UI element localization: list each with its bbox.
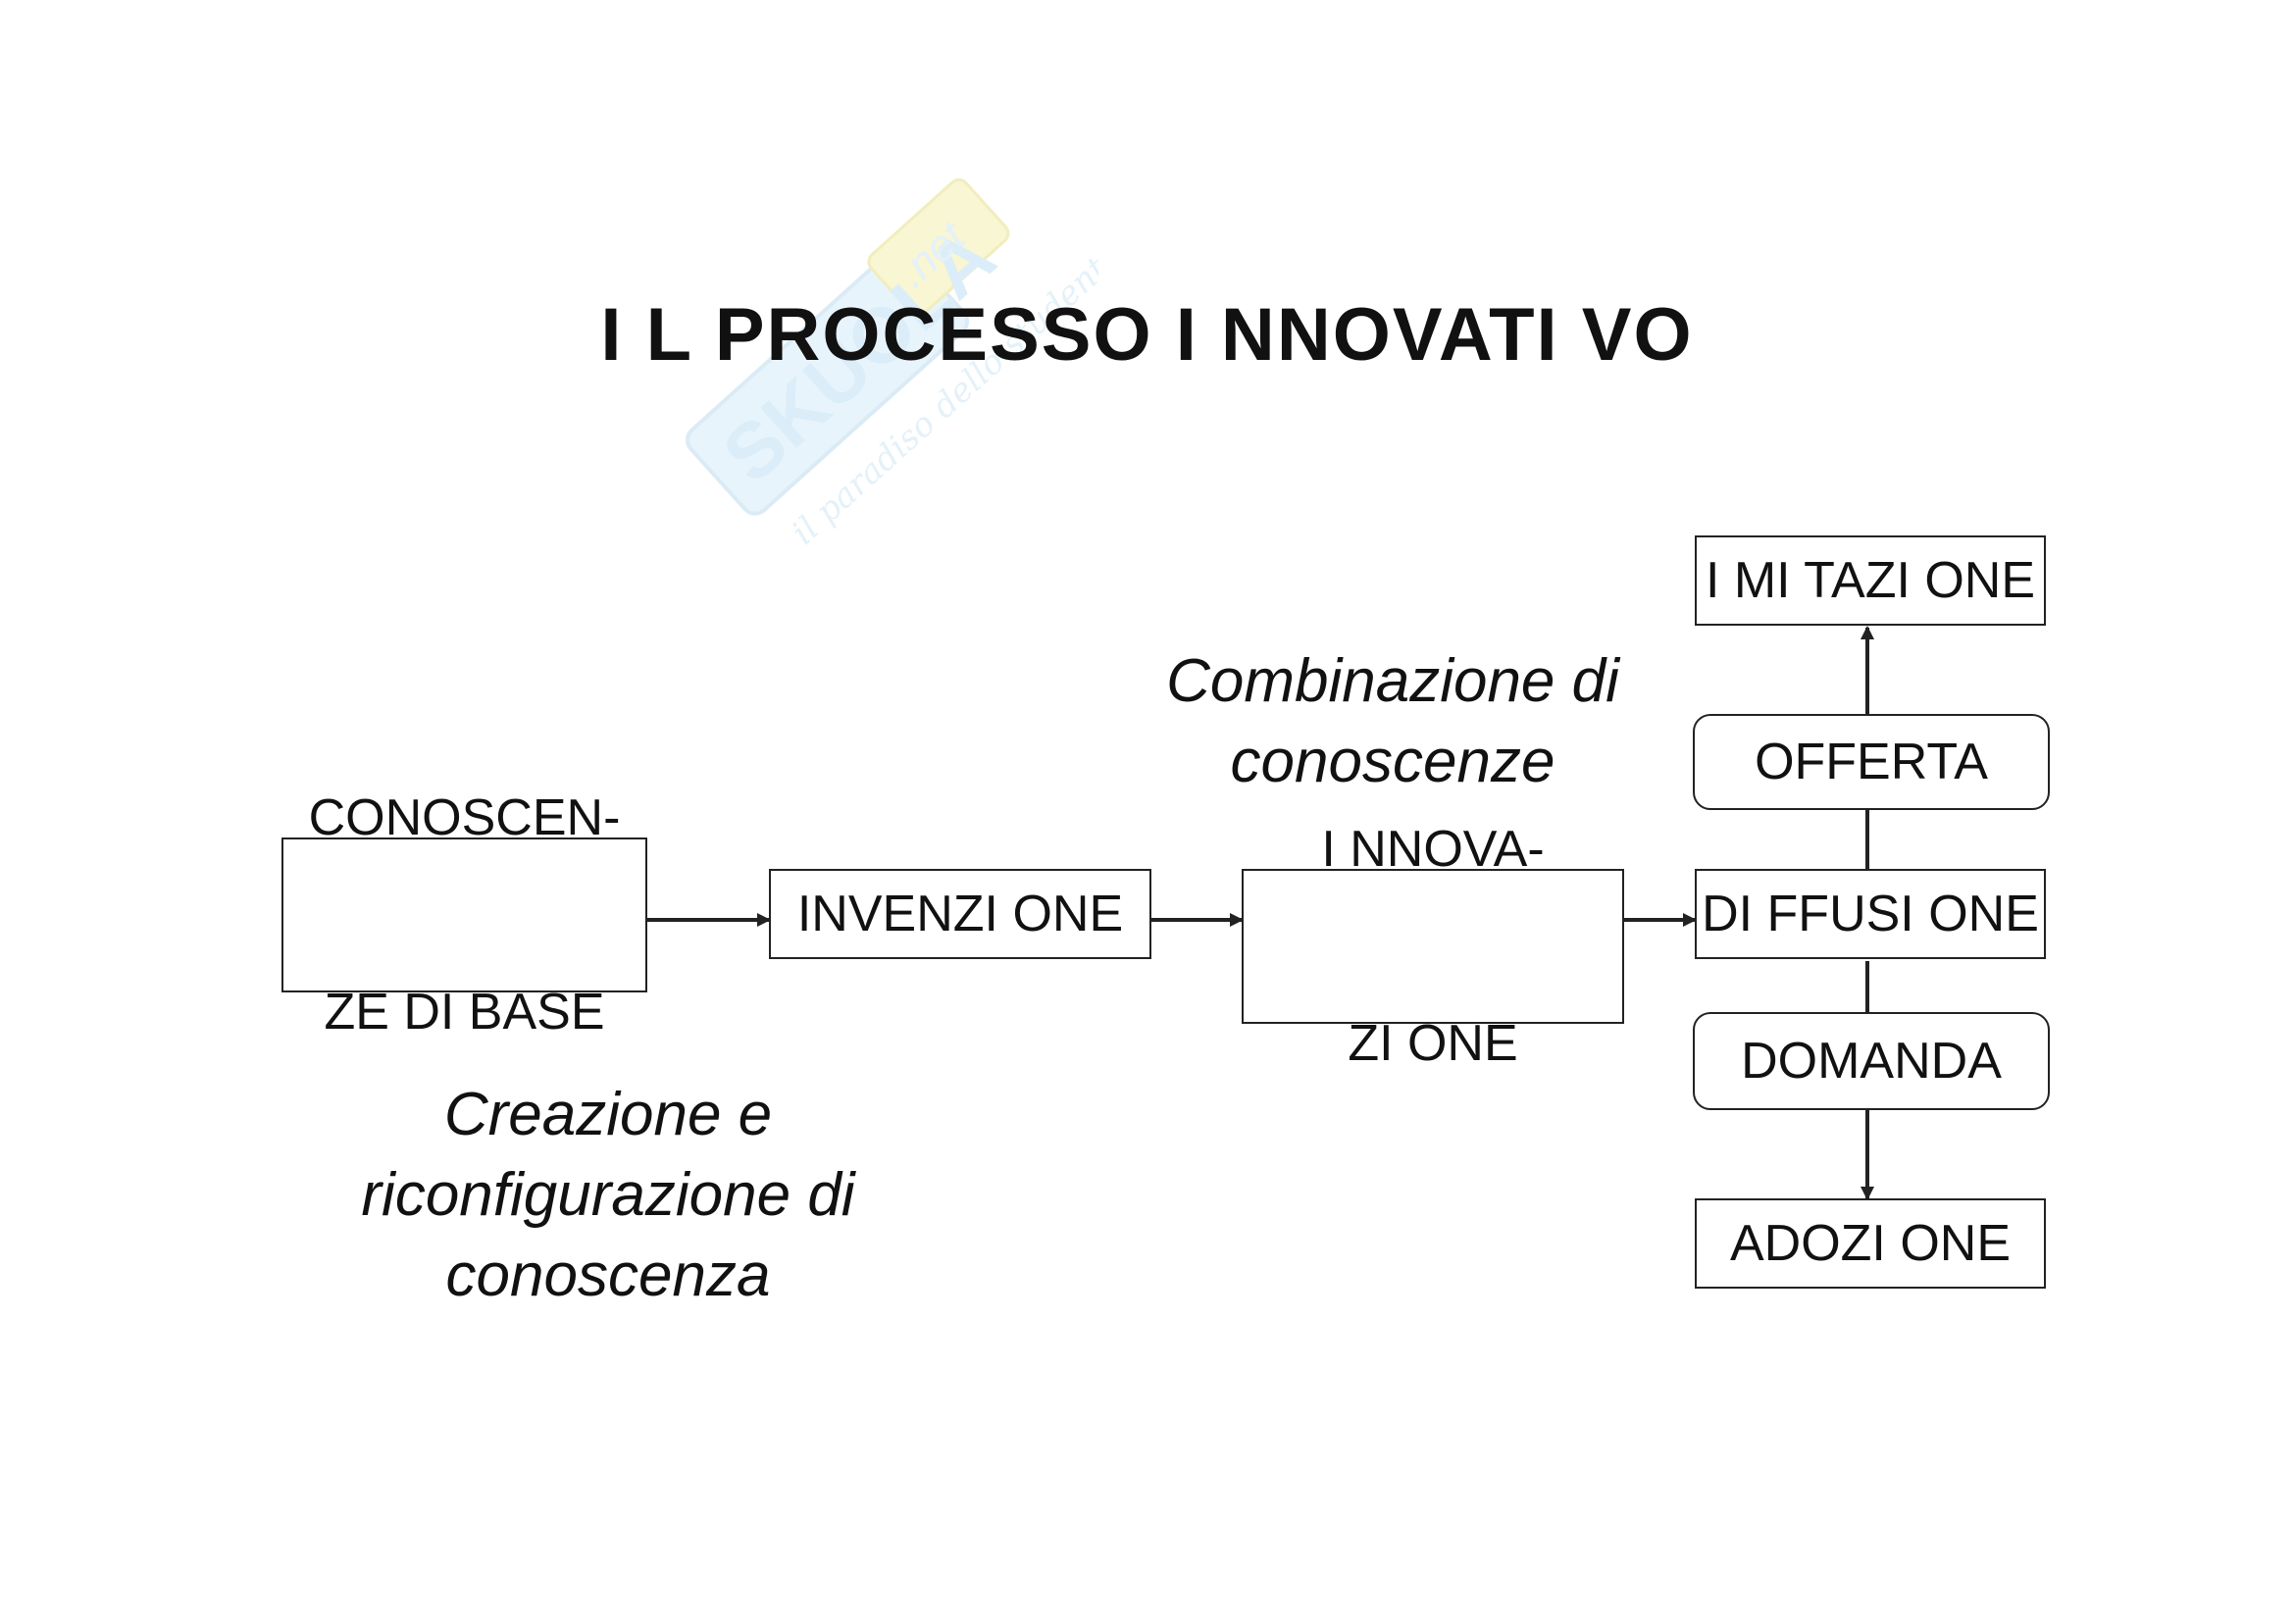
node-innovazione: I NNOVA- ZI ONE <box>1242 821 1624 1072</box>
node-innovazione-line2: ZI ONE <box>1348 1015 1518 1072</box>
node-adozione: ADOZI ONE <box>1695 1198 2046 1289</box>
note-combinazione-line1: Combinazione di <box>1166 647 1619 715</box>
node-invenzione: INVENZI ONE <box>769 869 1151 959</box>
node-conoscenze-di-base: CONOSCEN- ZE DI BASE <box>281 789 647 1040</box>
node-domanda-label: DOMANDA <box>1741 1033 2002 1090</box>
note-creazione-line2: riconfigurazione di <box>361 1161 855 1229</box>
node-imitazione-label: I MI TAZI ONE <box>1705 552 2036 609</box>
node-adozione-label: ADOZI ONE <box>1729 1215 2012 1272</box>
note-combinazione: Combinazione di conoscenze <box>1098 641 1687 802</box>
note-creazione-line1: Creazione e <box>443 1081 773 1148</box>
note-combinazione-line2: conoscenze <box>1230 728 1555 795</box>
node-invenzione-label: INVENZI ONE <box>796 886 1124 942</box>
note-creazione-line3: conoscenza <box>445 1242 771 1309</box>
node-imitazione: I MI TAZI ONE <box>1695 535 2046 626</box>
page-title: I L PROCESSO I NNOVATI VO <box>600 293 1694 377</box>
node-conoscenze-line2: ZE DI BASE <box>324 984 605 1040</box>
node-domanda: DOMANDA <box>1693 1012 2050 1110</box>
node-offerta: OFFERTA <box>1693 714 2050 810</box>
node-innovazione-line1: I NNOVA- <box>1321 821 1545 878</box>
node-diffusione: DI FFUSI ONE <box>1695 869 2046 959</box>
node-conoscenze-line1: CONOSCEN- <box>308 789 621 846</box>
note-creazione: Creazione e riconfigurazione di conoscen… <box>294 1075 922 1316</box>
node-offerta-label: OFFERTA <box>1755 734 1988 790</box>
watermark-logo: SKUOLA .net il paradiso dello studente <box>686 178 1098 553</box>
node-diffusione-label: DI FFUSI ONE <box>1702 886 2039 942</box>
